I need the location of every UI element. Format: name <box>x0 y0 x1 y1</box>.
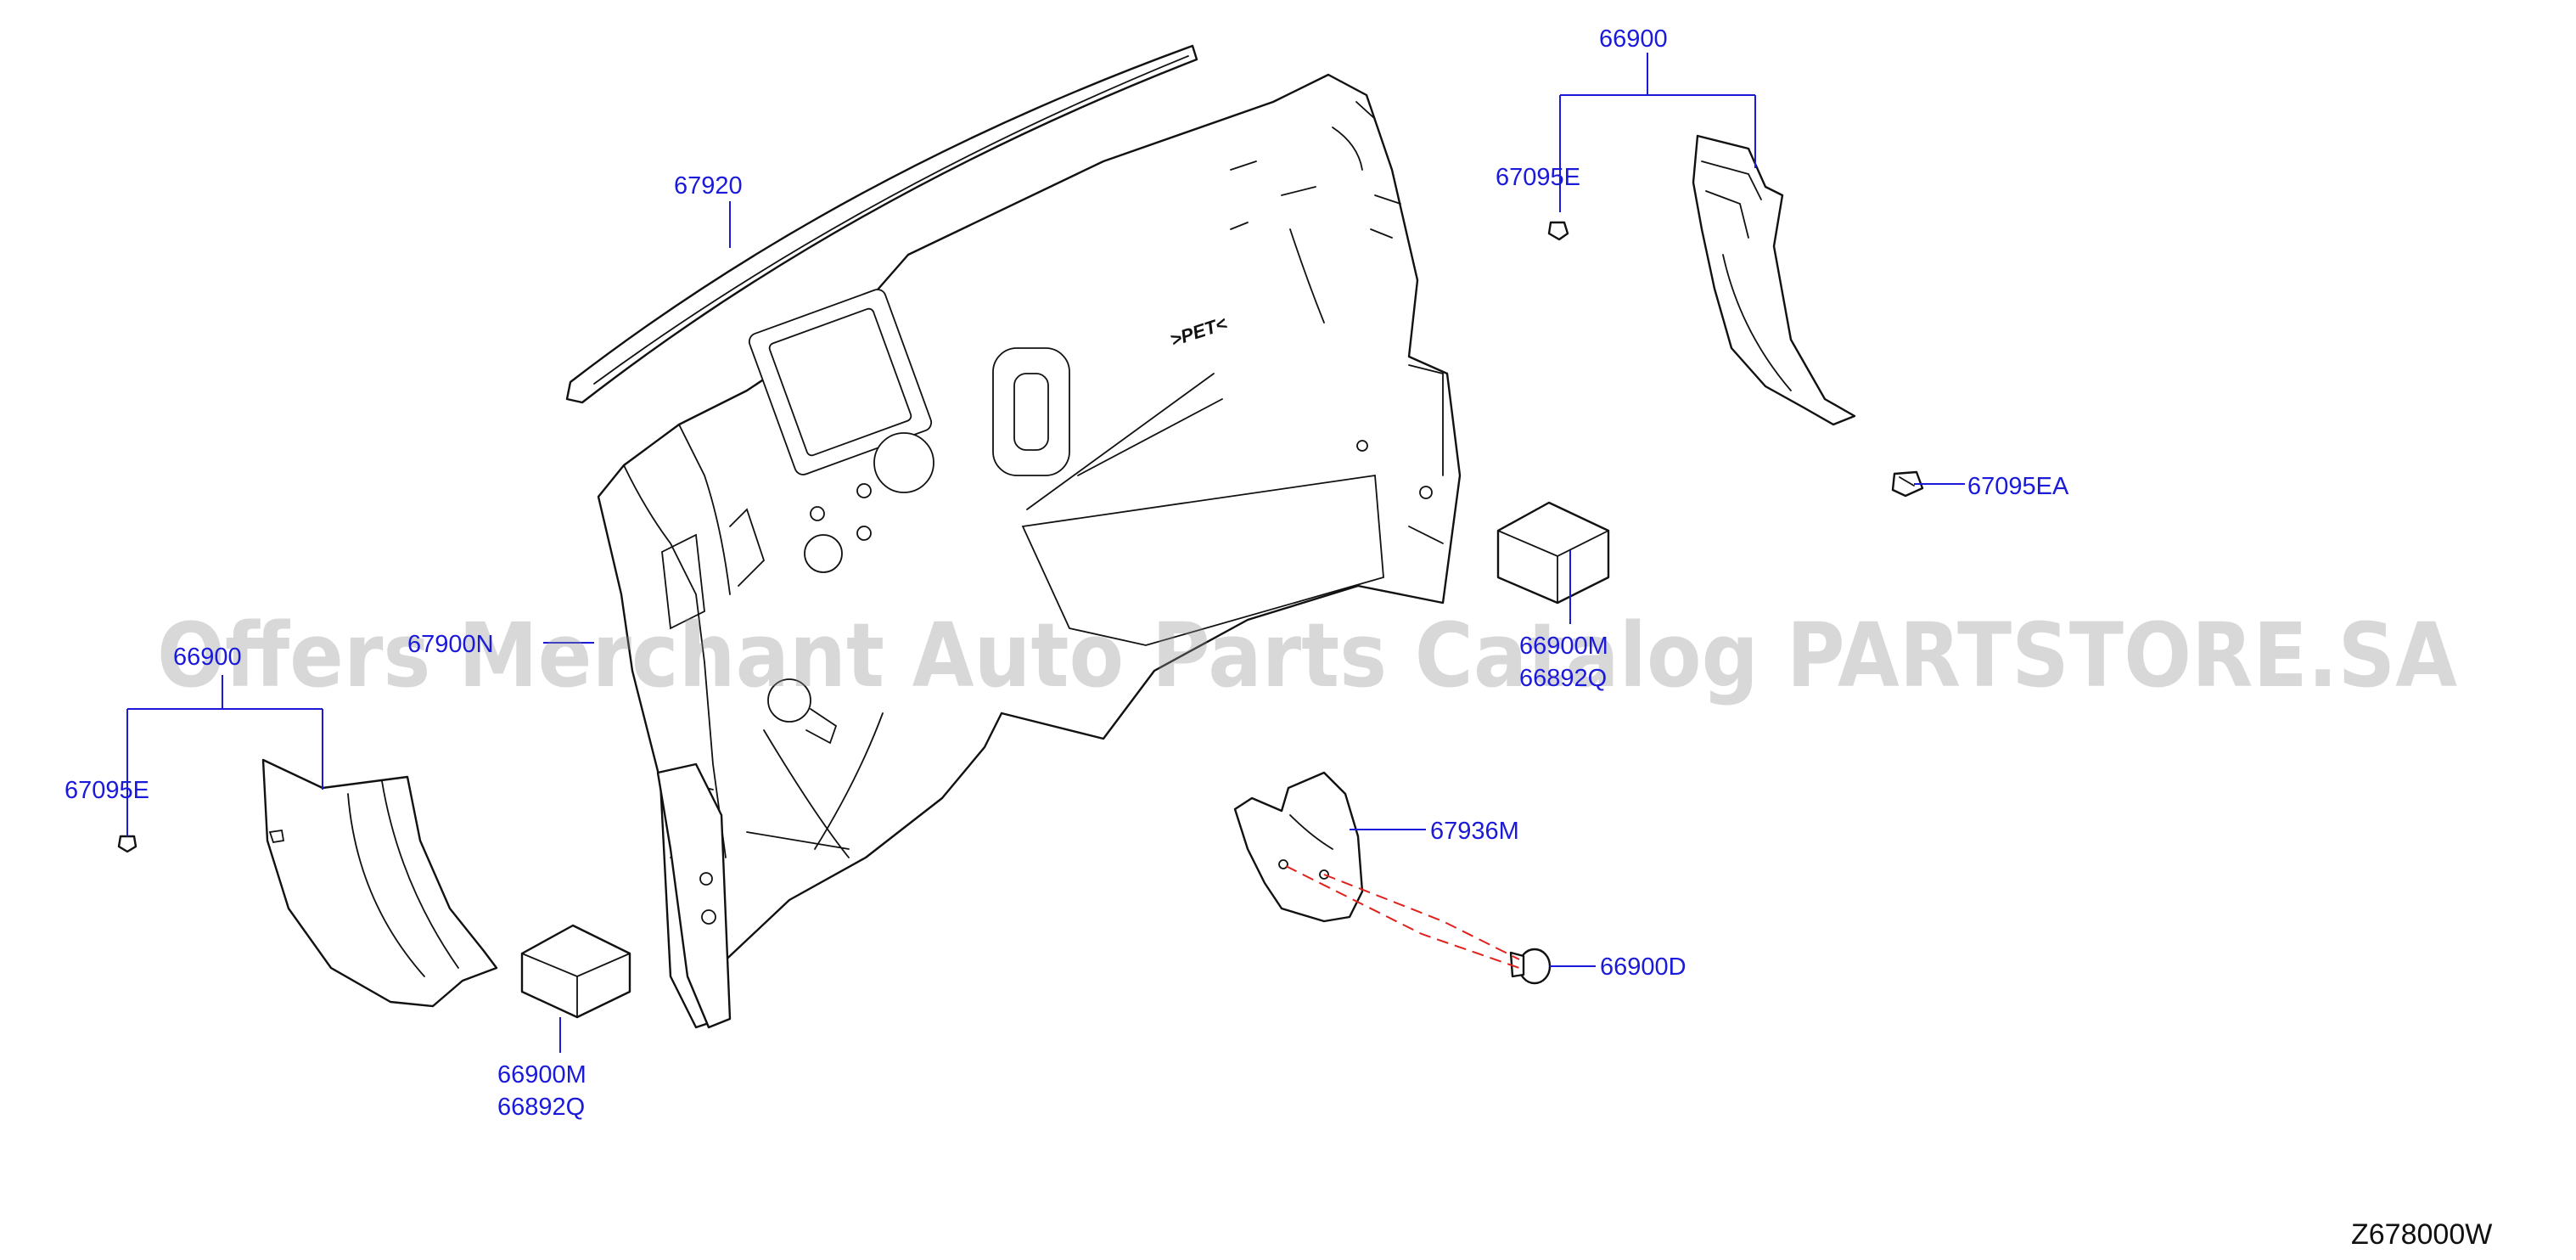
left-kick-panel-trim[interactable] <box>261 758 498 1008</box>
label-66900d[interactable]: 66900D <box>1600 953 1686 981</box>
label-66892q-bottom[interactable]: 66892Q <box>497 1094 585 1121</box>
catalog-watermark: Offers Merchant Auto Parts Catalog PARTS… <box>157 604 2457 707</box>
label-66900m-bottom[interactable]: 66900M <box>497 1061 586 1088</box>
label-67095e-left[interactable]: 67095E <box>65 777 149 804</box>
dash-insulator-panel[interactable]: >PET< <box>597 73 1462 1029</box>
right-kick-panel-trim[interactable] <box>1692 134 1856 426</box>
left-reinforcement-strip[interactable] <box>656 762 732 1029</box>
windshield-seal-strip[interactable] <box>565 44 1198 404</box>
assembly-line-a <box>1285 865 1520 969</box>
label-67920[interactable]: 67920 <box>674 172 743 200</box>
label-67900n[interactable]: 67900N <box>407 631 494 658</box>
label-66900m-mid[interactable]: 66900M <box>1519 633 1608 660</box>
assembly-line-b <box>1323 874 1520 960</box>
label-67095e-top[interactable]: 67095E <box>1496 164 1580 191</box>
foam-block-mid[interactable] <box>1496 501 1610 605</box>
insulator-pad-67936m[interactable] <box>1233 771 1364 923</box>
diagram-code: Z678000W <box>2351 1218 2492 1251</box>
label-66892q-mid[interactable]: 66892Q <box>1519 665 1607 692</box>
label-66900-left[interactable]: 66900 <box>173 644 242 671</box>
label-66900-top[interactable]: 66900 <box>1599 25 1668 53</box>
leader-lines <box>126 53 1965 1053</box>
clip-67095ea[interactable] <box>1891 470 1924 498</box>
clip-67095e-left[interactable] <box>117 835 137 853</box>
label-67936m[interactable]: 67936M <box>1430 818 1519 845</box>
foam-block-bottom[interactable] <box>520 924 631 1019</box>
label-67095ea[interactable]: 67095EA <box>1967 473 2069 500</box>
clip-67095e-top[interactable] <box>1547 221 1569 241</box>
